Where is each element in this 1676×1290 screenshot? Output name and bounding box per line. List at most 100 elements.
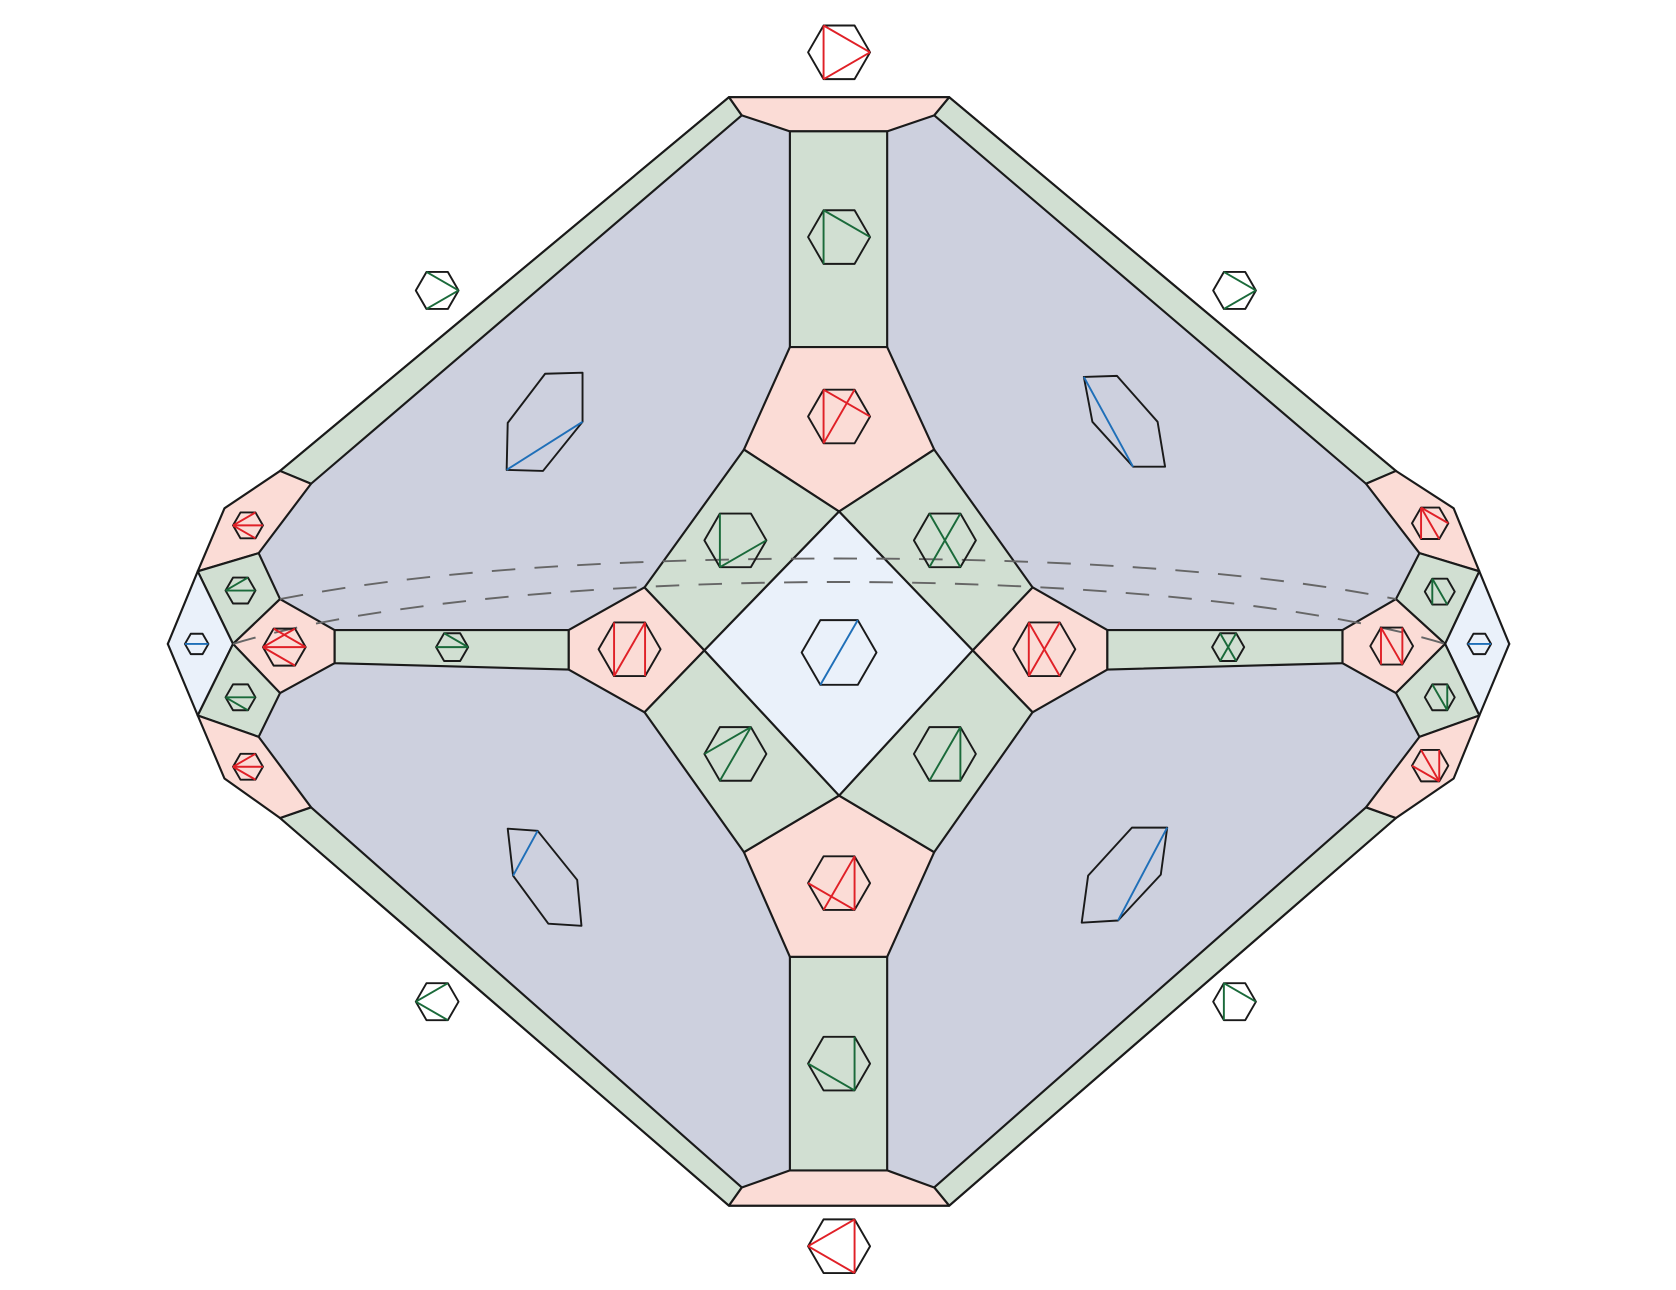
icon-right-lower-pink-diagonal-1 <box>1420 749 1441 782</box>
icon-right-upper-pink-diagonal-2 <box>1420 507 1441 540</box>
icon-outside-lower-right <box>1212 982 1257 1022</box>
icon-bar-top-outline <box>807 209 872 265</box>
skewed-hex-lower-right <box>1080 826 1169 924</box>
icon-bottom-outside-diagonal-1 <box>807 1245 856 1274</box>
bar-left <box>333 628 570 671</box>
icon-center <box>800 619 878 686</box>
icon-pentagon-top <box>807 388 872 445</box>
icon-left-upper-pink-diagonal-3 <box>232 524 256 540</box>
icon-left-lower-green-diagonal-2 <box>225 696 249 712</box>
icon-outside-lower-right-outline <box>1212 982 1257 1022</box>
icon-right-pentagon <box>1369 626 1415 666</box>
skewed-hex-upper-right-diagonal <box>1082 376 1134 468</box>
icon-outside-upper-left <box>414 271 460 310</box>
icon-top-outside-outline <box>807 24 872 81</box>
bar-bottom <box>788 955 889 1172</box>
icon-pentagon-left-outline <box>597 621 662 678</box>
icon-bar-top <box>807 209 872 265</box>
icon-left-light-hex <box>183 632 210 656</box>
icon-right-light-hex <box>1466 632 1493 656</box>
icon-quad-lower-left-diagonal-1 <box>703 726 752 755</box>
icon-pentagon-bottom-diagonal-3 <box>822 855 856 911</box>
region-layer <box>166 96 1511 1207</box>
icon-quad-lower-left-diagonal-2 <box>719 726 752 782</box>
icon-outside-upper-right-diagonal-2 <box>1223 271 1257 292</box>
icon-top-outside-diagonal-1 <box>823 51 871 80</box>
dashed-equator <box>232 557 1446 645</box>
icon-quad-lower-left <box>703 726 768 782</box>
icon-left-pentagon-diagonal-4 <box>273 627 307 648</box>
icon-top-outside <box>807 24 872 81</box>
skewed-hex-upper-left <box>505 371 584 472</box>
icon-outside-upper-left-diagonal-1 <box>426 289 460 310</box>
icon-left-upper-pink-diagonal-2 <box>232 511 256 527</box>
skewed-hex-lower-left <box>506 827 583 927</box>
icon-left-lower-pink-diagonal-2 <box>232 765 256 781</box>
icon-outside-upper-right-diagonal-1 <box>1223 289 1257 310</box>
dashed-curve-front <box>232 581 1446 645</box>
skewed-hex-lower-right-diagonal <box>1117 827 1169 921</box>
icon-quad-lower-right <box>912 726 977 782</box>
icon-right-pentagon-diagonal-2 <box>1380 627 1404 666</box>
icon-bar-right <box>1211 632 1246 662</box>
bar-top <box>788 130 889 349</box>
icon-quad-upper-left-outline <box>703 512 768 569</box>
icon-left-upper-green-diagonal-2 <box>225 576 249 592</box>
icon-pentagon-right-diagonal-2 <box>1027 621 1061 677</box>
icon-quad-upper-left-diagonal-2 <box>719 539 767 568</box>
skewed-hex-upper-right <box>1082 374 1167 468</box>
icon-quad-upper-right <box>912 512 977 569</box>
icon-bar-left <box>435 632 470 662</box>
icon-center-outline <box>800 619 878 686</box>
icon-right-lower-pink <box>1411 748 1450 783</box>
hexagon-icon-layer <box>183 24 1493 1274</box>
icon-quad-lower-right-outline <box>912 726 977 782</box>
icon-pentagon-right-outline <box>1012 621 1077 678</box>
icon-left-pentagon <box>261 627 307 667</box>
icon-pentagon-top-diagonal-3 <box>822 389 856 444</box>
icon-outside-upper-right <box>1212 271 1257 310</box>
skewed-hex-upper-left-diagonal <box>506 421 584 471</box>
icon-left-lower-green <box>224 683 257 712</box>
icon-pentagon-bottom <box>807 855 872 911</box>
icon-quad-upper-right-outline <box>912 512 977 569</box>
icon-right-upper-green-diagonal-2 <box>1431 578 1449 606</box>
icon-right-lower-pink-diagonal-2 <box>1411 764 1440 783</box>
icon-left-pentagon-diagonal-2 <box>262 627 296 648</box>
icon-right-upper-green <box>1423 577 1456 606</box>
icon-bar-right-diagonal-2 <box>1219 632 1237 662</box>
icon-bar-top-diagonal-2 <box>823 209 871 238</box>
icon-outside-lower-left-diagonal-1 <box>415 1000 449 1022</box>
icon-pentagon-left <box>597 621 662 678</box>
icon-outside-lower-left <box>414 982 460 1022</box>
icon-right-upper-pink-diagonal-3 <box>1420 506 1449 525</box>
icon-right-lower-green <box>1423 683 1456 712</box>
icon-quad-lower-right-diagonal-1 <box>928 726 962 782</box>
skewed-hex-lower-left-diagonal <box>512 830 539 877</box>
icon-right-pentagon-outline <box>1369 626 1415 666</box>
icon-top-outside-diagonal-2 <box>823 24 871 54</box>
dashed-curve-back <box>279 557 1397 601</box>
icon-pentagon-left-diagonal-2 <box>613 621 646 677</box>
icon-pentagon-top-outline <box>807 388 872 445</box>
icon-left-lower-pink <box>232 752 264 781</box>
right-lower-pink <box>1364 714 1481 820</box>
icon-outside-upper-right-outline <box>1212 271 1257 310</box>
icon-outside-upper-left-diagonal-2 <box>426 271 460 292</box>
icon-right-upper-green-outline <box>1423 577 1456 606</box>
icon-pentagon-right <box>1012 621 1077 678</box>
icon-bar-bottom-diagonal-1 <box>807 1062 856 1092</box>
icon-quad-upper-right-diagonal-2 <box>928 513 962 568</box>
icon-center-diagonal-1 <box>819 619 859 686</box>
icon-bottom-outside <box>807 1218 872 1274</box>
icon-left-upper-green <box>224 576 257 605</box>
icon-right-lower-green-diagonal-1 <box>1431 683 1449 711</box>
icon-right-upper-pink-outline <box>1411 506 1450 540</box>
icon-quad-upper-left <box>703 512 768 569</box>
icon-bar-left-diagonal-2 <box>443 632 469 648</box>
icon-outside-lower-left-diagonal-2 <box>415 982 449 1003</box>
icon-left-pentagon-diagonal-3 <box>262 646 296 667</box>
icon-bottom-outside-diagonal-2 <box>807 1218 856 1248</box>
skewed-hex-upper-left-outline <box>505 371 584 472</box>
